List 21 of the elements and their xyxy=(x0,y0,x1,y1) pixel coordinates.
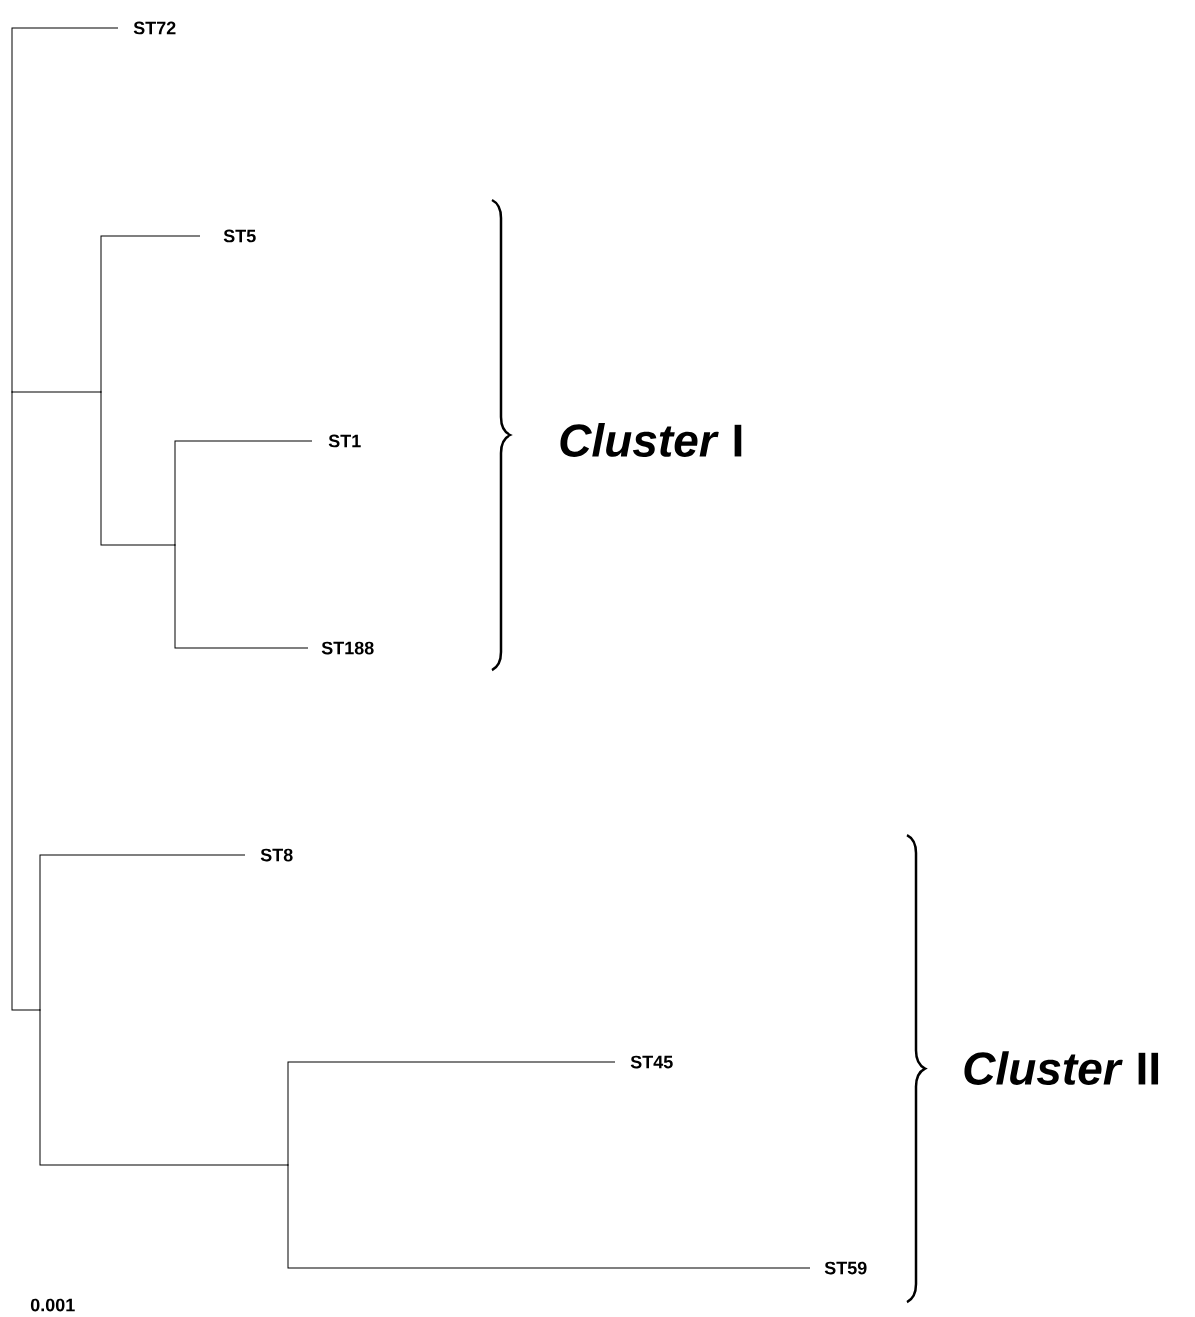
tree-branch xyxy=(100,391,176,546)
tree-branch xyxy=(11,27,119,393)
tree-branch xyxy=(39,1009,289,1166)
leaf-label: ST188 xyxy=(321,641,374,655)
tree-branch xyxy=(11,391,41,1011)
cluster-label: Cluster I xyxy=(560,423,742,457)
scale-label: 0.001 xyxy=(30,1298,75,1312)
leaf-label: ST5 xyxy=(223,229,256,243)
tree-branch xyxy=(11,391,102,393)
tree-branch xyxy=(100,235,201,393)
cluster-label: Cluster II xyxy=(964,1051,1159,1085)
tree-branch xyxy=(287,1061,616,1166)
leaf-label: ST72 xyxy=(133,21,176,35)
tree-branch xyxy=(287,1164,811,1269)
tree-branch xyxy=(39,854,246,1011)
leaf-label: ST45 xyxy=(630,1055,673,1069)
leaf-label: ST1 xyxy=(328,434,361,448)
leaf-label: ST8 xyxy=(260,848,293,862)
leaf-label: ST59 xyxy=(824,1261,867,1275)
tree-branch xyxy=(174,440,313,546)
tree-branch xyxy=(174,544,309,649)
